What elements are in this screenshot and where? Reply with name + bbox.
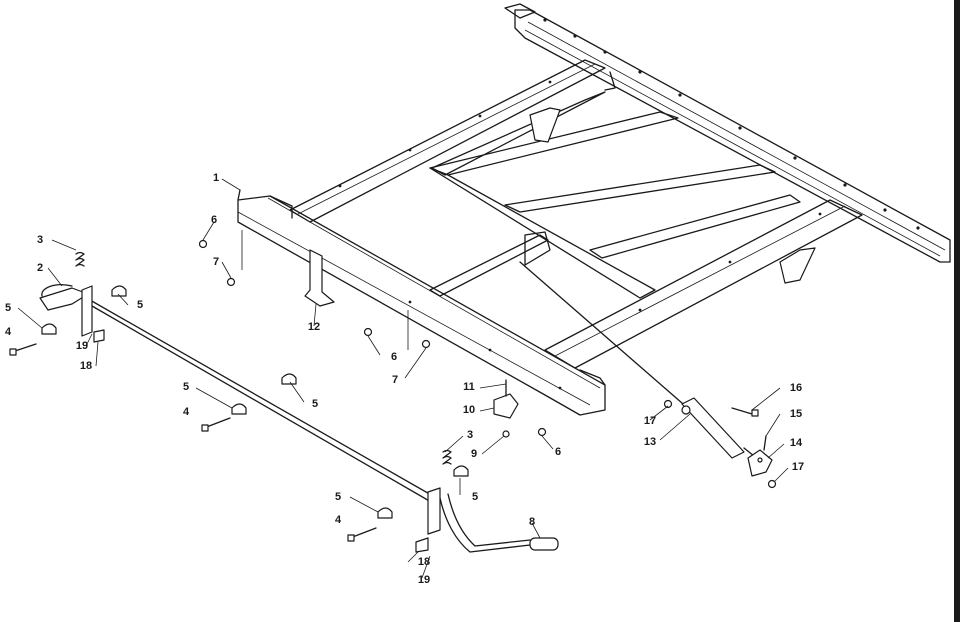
callout-7: 7 [213,256,219,268]
callout-5: 5 [183,381,189,393]
bolts [9,343,377,542]
left-lever-arm [39,287,89,311]
leader-lines [17,178,789,579]
callout-14: 14 [790,437,803,449]
frame-rear-crossmember [544,199,863,369]
callout-4: 4 [183,406,190,418]
callout-5: 5 [312,398,318,410]
frame-right-rail [514,9,951,263]
handle-grip [529,537,559,551]
callout-5: 5 [137,299,143,311]
callout-1: 1 [213,172,219,184]
callout-16: 16 [790,382,802,394]
callout-18: 18 [418,556,430,568]
callout-17: 17 [792,461,804,473]
image-right-border [954,0,960,622]
clip-left [93,329,105,343]
spring-left [75,251,85,267]
callout-18: 18 [80,360,92,372]
pivot-bracket [493,393,519,419]
clip-right [415,537,429,553]
callout-6: 6 [555,446,561,458]
frame-assembly [237,3,951,416]
frame-gusset-2 [779,247,816,284]
callout-12: 12 [308,321,320,333]
callout-10: 10 [463,404,475,416]
callout-4: 4 [335,514,342,526]
callout-11: 11 [463,381,475,393]
callout-5: 5 [5,302,11,314]
frame-mount-tab [304,249,335,307]
gas-strut [519,261,755,459]
callout-8: 8 [529,516,535,528]
frame-gusset-1 [529,107,561,143]
callout-2: 2 [37,262,43,274]
callout-19: 19 [418,574,430,586]
callout-5: 5 [472,491,478,503]
callout-15: 15 [790,408,802,420]
frame-front-beam [237,195,606,416]
callout-13: 13 [644,436,656,448]
callout-labels: 1 2 3 3 4 4 4 5 5 5 5 5 5 5 6 6 6 7 7 8 … [5,172,804,586]
bushings [41,285,469,519]
frame-holes [338,18,920,390]
callout-7: 7 [392,374,398,386]
callout-6: 6 [391,351,397,363]
callout-9: 9 [471,448,477,460]
washers-nuts [198,239,547,438]
callout-3: 3 [37,234,43,246]
right-lever-arm [439,497,531,553]
callout-3: 3 [467,429,473,441]
callout-6: 6 [211,214,217,226]
frame-long-bar-3 [431,91,606,176]
stabilizer-bar [89,299,441,507]
frame-left-rail [289,59,606,223]
callout-4: 4 [5,326,12,338]
callout-17: 17 [644,415,656,427]
callout-19: 19 [76,340,88,352]
spring-right [442,449,452,465]
callout-5: 5 [335,491,341,503]
frame-long-bar-2 [589,194,801,259]
frame-long-bar-1 [504,164,776,213]
strut-bracket [747,449,773,477]
